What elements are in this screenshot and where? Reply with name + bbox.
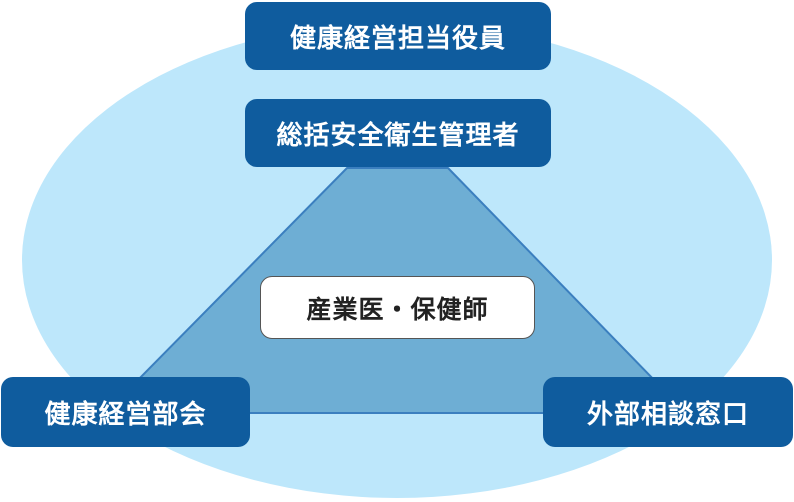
health-management-officer-box: 健康経営担当役員 [245,2,551,70]
general-safety-health-manager-box: 総括安全衛生管理者 [245,99,551,167]
industrial-physician-nurse-box: 産業医・保健師 [260,276,535,339]
external-consultation-desk-box: 外部相談窓口 [543,377,793,447]
health-management-committee-box: 健康経営部会 [1,377,250,447]
